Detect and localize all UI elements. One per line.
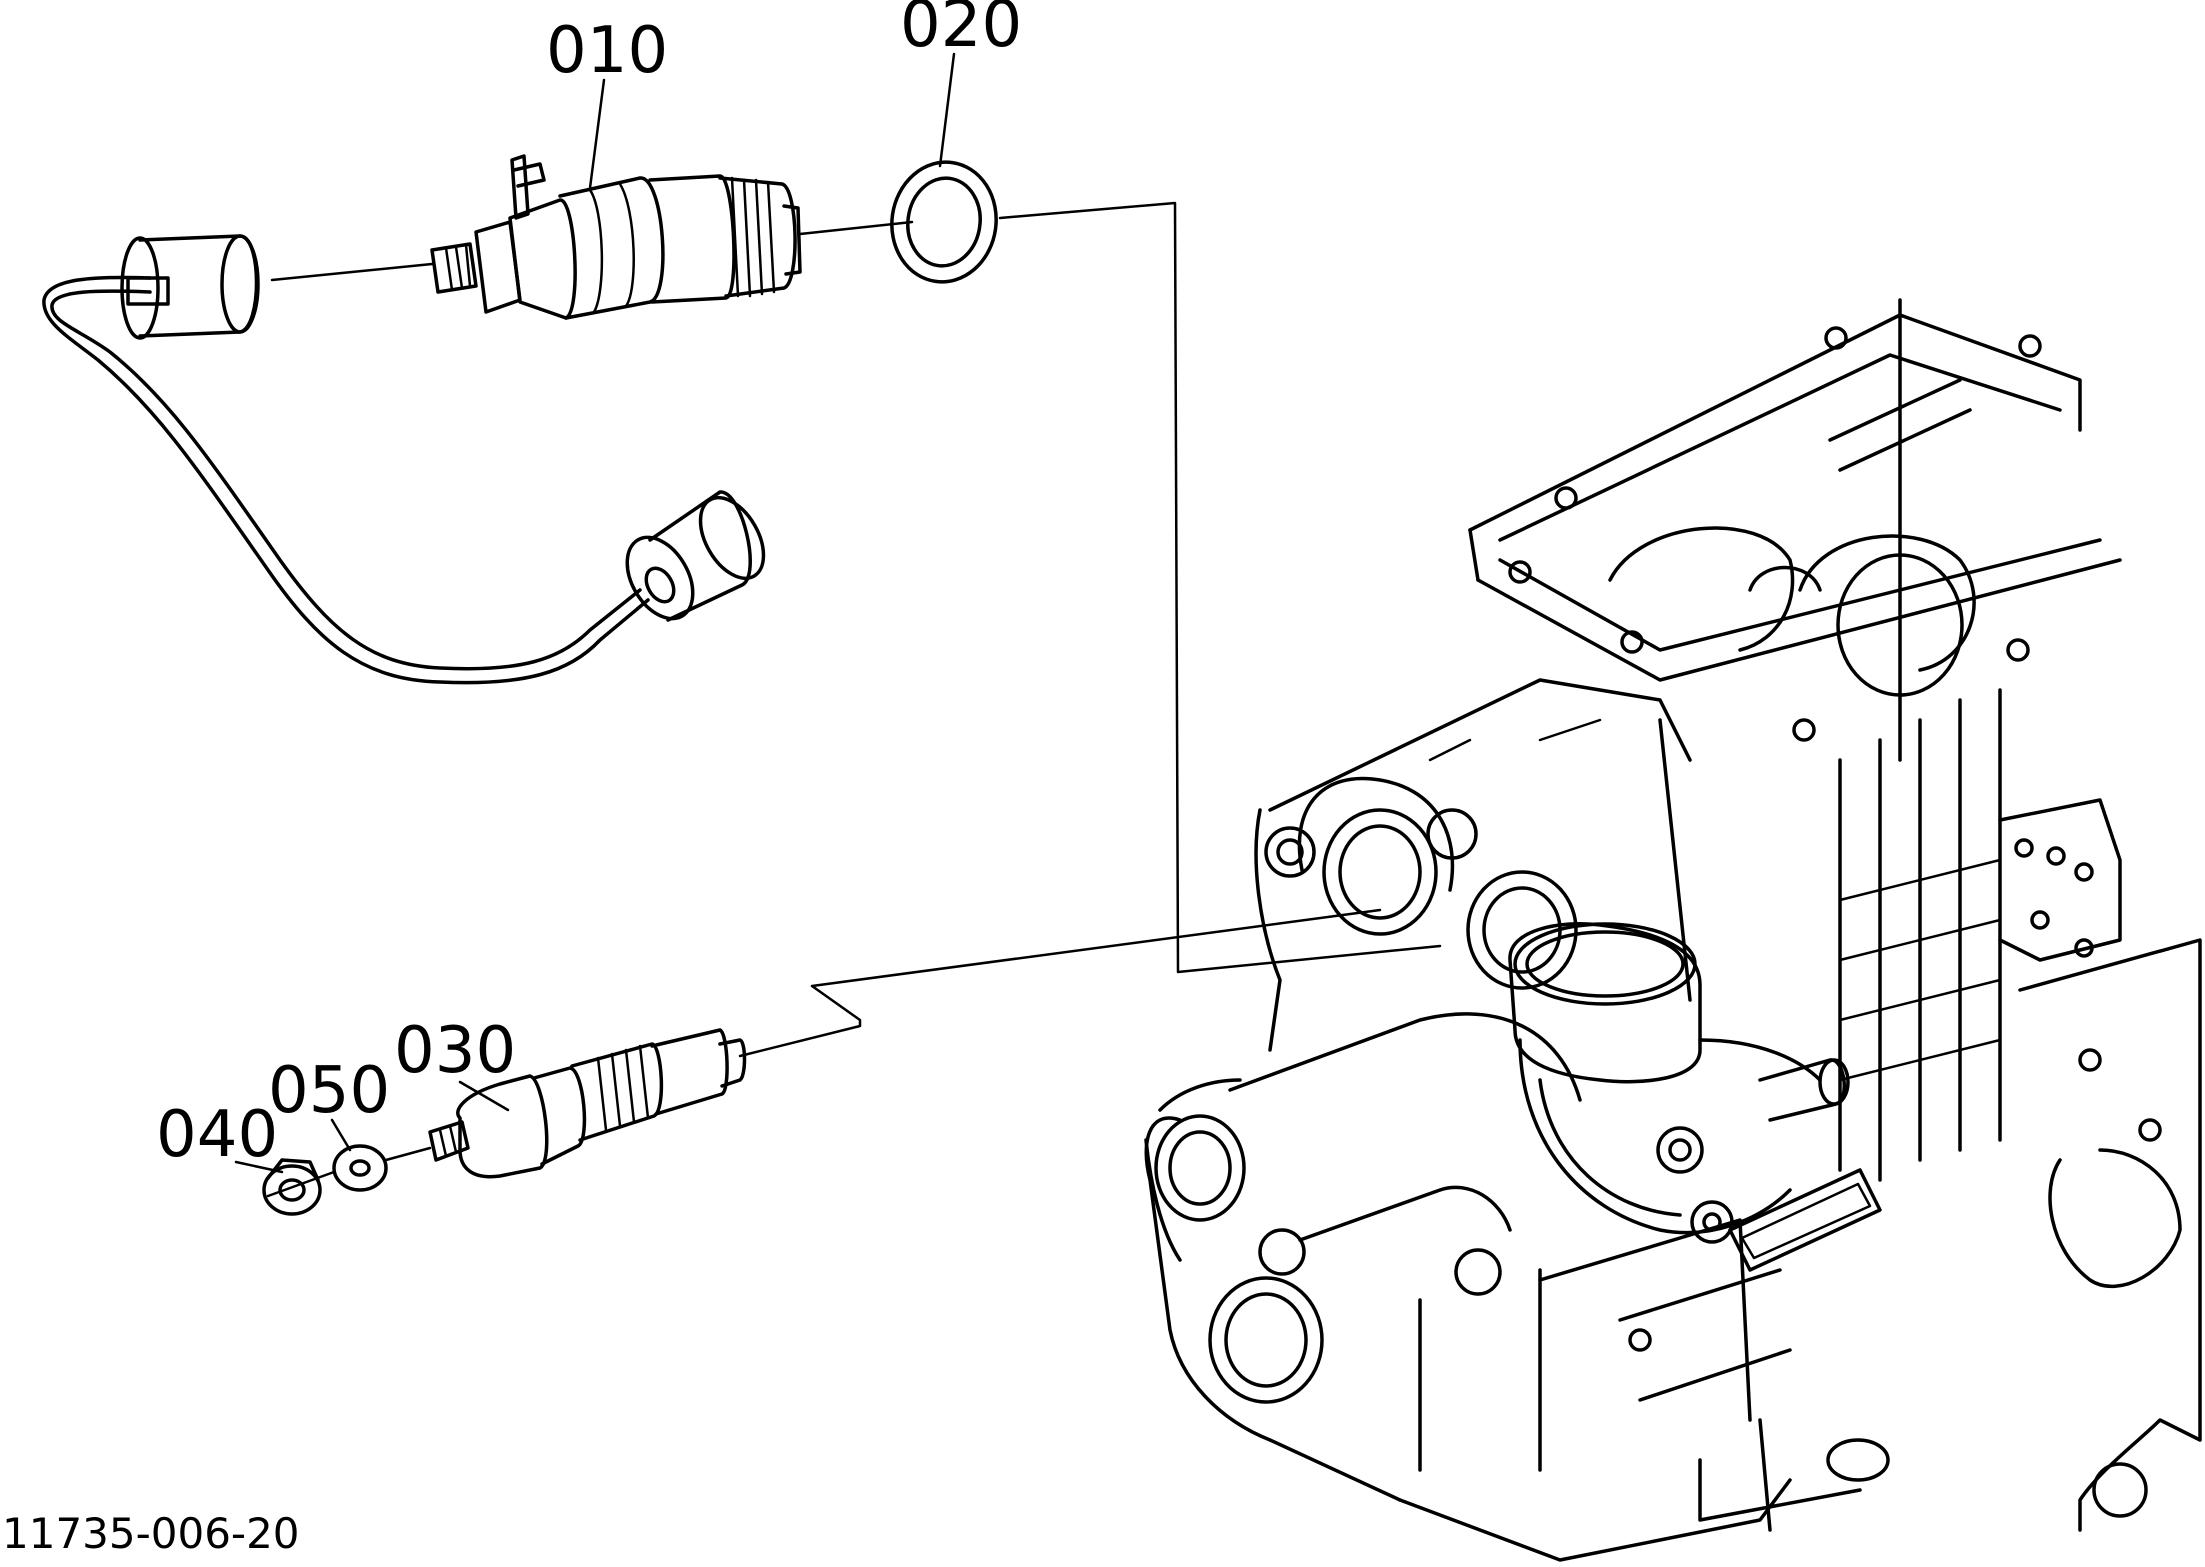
assembly-line-nozzle: [270, 262, 434, 282]
callout-030: 030: [394, 1014, 516, 1112]
svg-text:020: 020: [900, 0, 1022, 62]
svg-text:050: 050: [268, 1054, 390, 1128]
drawing-number: 11735-006-20: [2, 1509, 300, 1558]
svg-text:030: 030: [394, 1014, 516, 1088]
assembly-line-gasket: [798, 220, 914, 236]
callout-020: 020: [900, 0, 1022, 168]
svg-text:040: 040: [156, 1098, 278, 1172]
svg-text:010: 010: [546, 14, 668, 88]
assembly-line-head: [998, 201, 1442, 974]
glow-plug-nut: [262, 1158, 322, 1216]
glow-plug-washer: [332, 1144, 388, 1192]
callout-050: 050: [268, 1054, 390, 1152]
injection-nozzle: [430, 154, 802, 320]
glow-plug: [428, 1028, 747, 1179]
cylinder-head: [1144, 298, 2202, 1562]
assembly-line-glowplug: [738, 908, 1382, 1058]
callout-040: 040: [156, 1098, 284, 1174]
nozzle-gasket: [890, 160, 998, 284]
callout-010: 010: [546, 14, 668, 190]
injection-pipe: [42, 234, 766, 685]
